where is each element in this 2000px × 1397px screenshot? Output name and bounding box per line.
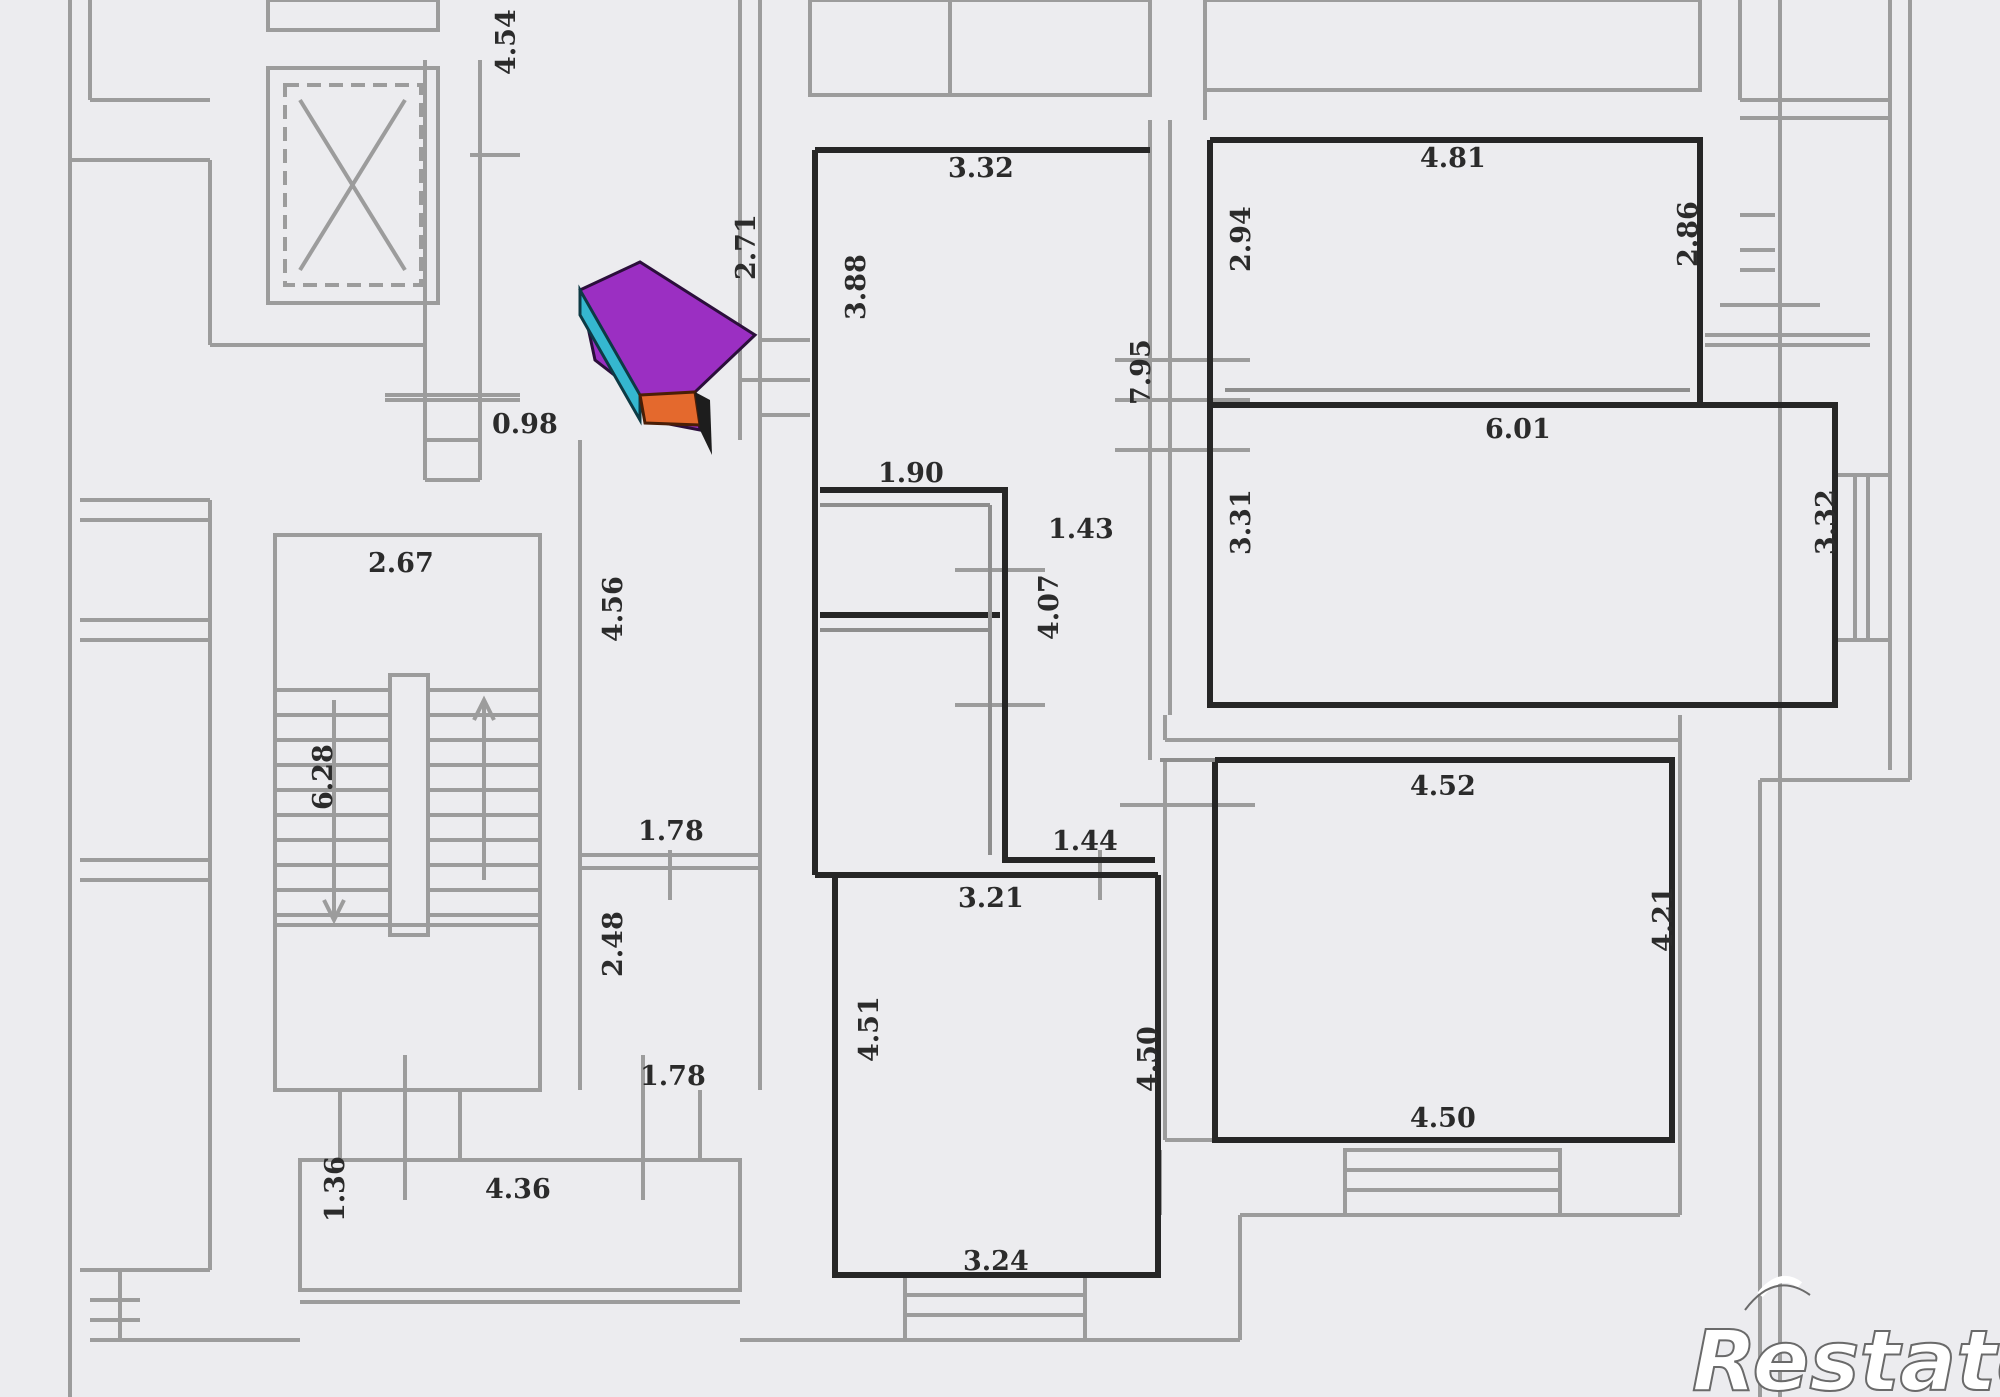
dim-label: 3.24 [963, 1246, 1029, 1277]
dim-label: 4.50 [1133, 1026, 1164, 1092]
entrance-arrow-icon [578, 260, 758, 455]
dim-label: 3.32 [948, 153, 1014, 184]
dim-label: 0.98 [492, 409, 558, 440]
dim-label: 3.21 [958, 883, 1024, 914]
dim-label: 2.67 [368, 548, 434, 579]
dim-label: 4.54 [491, 9, 522, 75]
dimension-labels: 4.54 3.32 4.81 2.71 3.88 2.94 2.86 7.95 … [308, 9, 1842, 1277]
dim-label: 2.71 [731, 214, 762, 280]
dim-label: 6.28 [308, 744, 339, 810]
dim-label: 4.50 [1410, 1103, 1476, 1134]
dim-label: 3.32 [1811, 489, 1842, 555]
dim-label: 4.21 [1648, 886, 1679, 952]
apartment-walls [812, 137, 1838, 1278]
dim-label: 2.94 [1226, 206, 1257, 272]
dim-label: 2.48 [598, 911, 629, 977]
dim-label: 1.78 [640, 1061, 706, 1092]
dim-label: 2.86 [1673, 201, 1704, 267]
dim-label: 4.36 [485, 1174, 551, 1205]
brand-watermark-text: Restate [1692, 1312, 2000, 1397]
dim-label: 4.07 [1034, 574, 1065, 640]
dim-label: 1.36 [320, 1156, 351, 1222]
dim-label: 1.78 [638, 816, 704, 847]
partitions [820, 388, 1690, 855]
dim-label: 6.01 [1485, 414, 1551, 445]
dim-label: 7.95 [1126, 339, 1157, 405]
dim-label: 4.52 [1410, 771, 1476, 802]
dim-label: 1.44 [1052, 826, 1118, 857]
dim-label: 3.88 [841, 254, 872, 320]
dim-label: 1.90 [878, 458, 944, 489]
dim-label: 3.31 [1226, 489, 1257, 555]
dim-label: 4.81 [1420, 143, 1486, 174]
dim-label: 1.43 [1048, 514, 1114, 545]
dim-label: 4.51 [854, 996, 885, 1062]
dim-label: 4.56 [598, 576, 629, 642]
context-lines [68, 0, 1912, 1397]
restate-logo-icon: Restate [1691, 1275, 2000, 1397]
